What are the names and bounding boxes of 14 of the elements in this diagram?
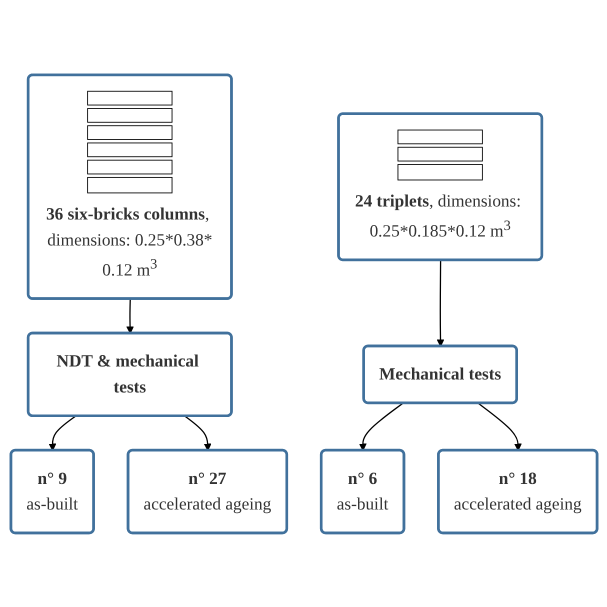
arrow [48,415,76,451]
arrow [477,402,522,451]
arrow [436,260,444,346]
process-box: Mechanical tests [362,344,518,404]
arrow [358,402,403,451]
process-box: 36 six-bricks columns, dimensions: 0.25*0.38*0.12 m$^{3}$ [26,73,232,300]
process-box: n° 27 accelerated ageing [126,448,288,534]
process-box: n° 6 as-built [319,448,405,534]
arrow [184,415,211,451]
arrow [126,298,134,334]
process-box: 24 triplets, dimensions: 0.25*0.185*0.12 m$^{3}$ [336,112,543,261]
process-box: n° 18 accelerated ageing [436,448,598,534]
process-box: NDT & mechanical tests [26,331,232,417]
process-box: n° 9 as-built [9,448,94,534]
